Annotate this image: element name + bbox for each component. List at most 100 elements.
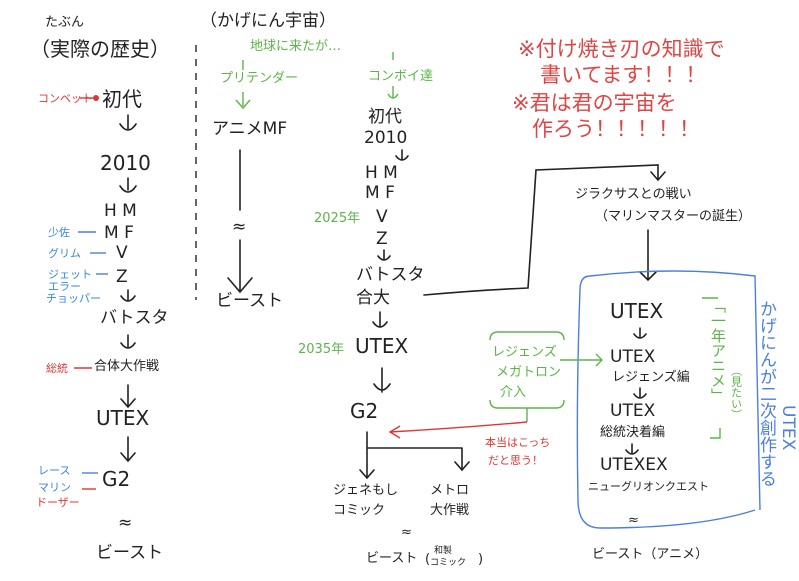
beast: ビースト [216, 291, 283, 311]
hm: H M [104, 201, 137, 221]
batsuta: バトスタ [356, 265, 425, 285]
utex-2: UTEX [610, 347, 656, 367]
megatron: メガトロン [496, 365, 561, 380]
note-shosa: 少佐 [48, 225, 70, 239]
fanwork-box [576, 270, 761, 529]
green-bracket [489, 331, 565, 422]
year-2035: 2035年 [298, 342, 344, 357]
middle-column: （かげにん宇宙） 地球に来たが… プリテンダー アニメMF ≈ ビースト コンボ… [200, 11, 565, 568]
green-bracket [702, 297, 721, 439]
wavy-icon: ≈ [118, 513, 132, 533]
y2010: 2010 [100, 151, 151, 175]
beast-comic: ビースト [366, 551, 417, 566]
utex: UTEX [96, 406, 149, 430]
disclaimer-3: ※君は君の宇宙を [512, 91, 677, 115]
branch-arrows [359, 431, 470, 480]
one-year-anime: 「一年アニメ」 [709, 298, 727, 403]
wavy-icon: ≈ [232, 217, 246, 237]
marine-master: （マリンマスターの誕生） [595, 209, 751, 224]
convoy-note: コンベット [38, 92, 93, 105]
metro-daisakusen: 大作戦 [430, 503, 469, 518]
note-grimm: グリム [48, 246, 81, 260]
down-arrow [395, 149, 409, 161]
middle-title: （かげにん宇宙） [200, 11, 336, 31]
disclaimer-4: 作ろう！！！！！ [532, 117, 700, 141]
utex-1: UTEX [610, 299, 663, 323]
utex-3: UTEX [610, 401, 656, 421]
intervention: 介入 [500, 385, 526, 400]
batsuta: バトスタ [100, 308, 169, 328]
soutou-arc: 総統決着編 [600, 424, 665, 440]
first-gen: 初代 [102, 87, 142, 111]
beast-anime: ビースト（アニメ） [592, 547, 708, 562]
anime-mf: アニメMF [212, 119, 287, 139]
note-error: エラー [48, 280, 81, 293]
down-arrow [373, 367, 391, 393]
new-grion: ニューグリオンクエスト [588, 479, 709, 493]
metro: メトロ [430, 483, 469, 498]
note-marine: マリン [38, 481, 71, 494]
battle: ジラクサスとの戦い [575, 187, 692, 202]
paren-close: ) [478, 552, 483, 567]
wavy-icon: ≈ [628, 513, 639, 528]
down-arrow [227, 149, 253, 294]
note-chopper: チョッパー [46, 292, 101, 305]
v: V [116, 243, 128, 263]
down-arrow [633, 327, 647, 339]
note-dozer: ドーザー [36, 496, 80, 509]
disclaimer-2: 書いてます！！！ [540, 63, 706, 87]
want-to-see: （見たい） [730, 365, 743, 420]
gattai: 合大 [356, 288, 390, 308]
down-arrow [119, 177, 137, 193]
note-jet: ジェット [48, 268, 92, 281]
down-arrow [120, 289, 136, 302]
red-arrow [388, 421, 528, 439]
down-arrow [120, 436, 136, 463]
hm: H M [365, 163, 398, 183]
comic-note-wasei: 和製 [434, 544, 452, 556]
note-soutou: 総統 [46, 361, 68, 375]
down-arrow [377, 249, 391, 261]
green-arrow [560, 353, 603, 367]
legends: レジェンズ [492, 344, 557, 360]
down-arrow [120, 384, 136, 409]
disclaimer-1: ※付け焼き刃の知識で [518, 37, 725, 61]
really-line1: 本当はこっち [485, 435, 550, 449]
convoys: コンボイ達 [368, 69, 433, 84]
left-title: （実際の歴史） [30, 37, 170, 61]
came-to-earth: 地球に来たが… [250, 39, 341, 54]
fanwork-utex: UTEX [778, 405, 798, 451]
down-arrow [120, 334, 136, 349]
maybe-label: たぶん [45, 15, 84, 30]
right-column: ※付け焼き刃の知識で 書いてます！！！ ※君は君の宇宙を 作ろう！！！！！ ジラ… [512, 37, 798, 562]
first-gen: 初代 [368, 107, 402, 127]
y2010: 2010 [364, 128, 407, 148]
left-column: たぶん （実際の歴史） コンベット 初代 2010 H M M F V Z バト… [30, 15, 170, 563]
beast: ビースト [96, 543, 163, 563]
legends-arc: レジェンズ編 [612, 369, 690, 385]
pretender: プリテンダー [220, 71, 298, 86]
comic-note-comic: コミック [430, 557, 466, 568]
mf: M F [365, 183, 395, 203]
paren-open: ( [425, 552, 430, 567]
z: Z [116, 267, 128, 287]
year-2025: 2025年 [314, 211, 360, 226]
g2: G2 [350, 399, 378, 423]
v: V [376, 207, 388, 227]
green-arrow [235, 60, 251, 110]
really-line2: だと思う！ [488, 454, 543, 467]
down-arrow [372, 311, 388, 328]
z: Z [376, 229, 388, 249]
fanwork-label: かげにんが二次創作する [756, 300, 777, 487]
g2: G2 [102, 467, 130, 491]
green-arrow [387, 52, 399, 99]
down-arrow [119, 114, 137, 131]
down-arrow [633, 387, 647, 399]
genemoshi-comic: コミック [333, 503, 385, 518]
connector-arrow [423, 164, 666, 296]
mf: M F [104, 223, 134, 243]
utex: UTEX [355, 334, 408, 358]
note-race: レース [38, 464, 70, 477]
down-arrow [625, 443, 639, 455]
